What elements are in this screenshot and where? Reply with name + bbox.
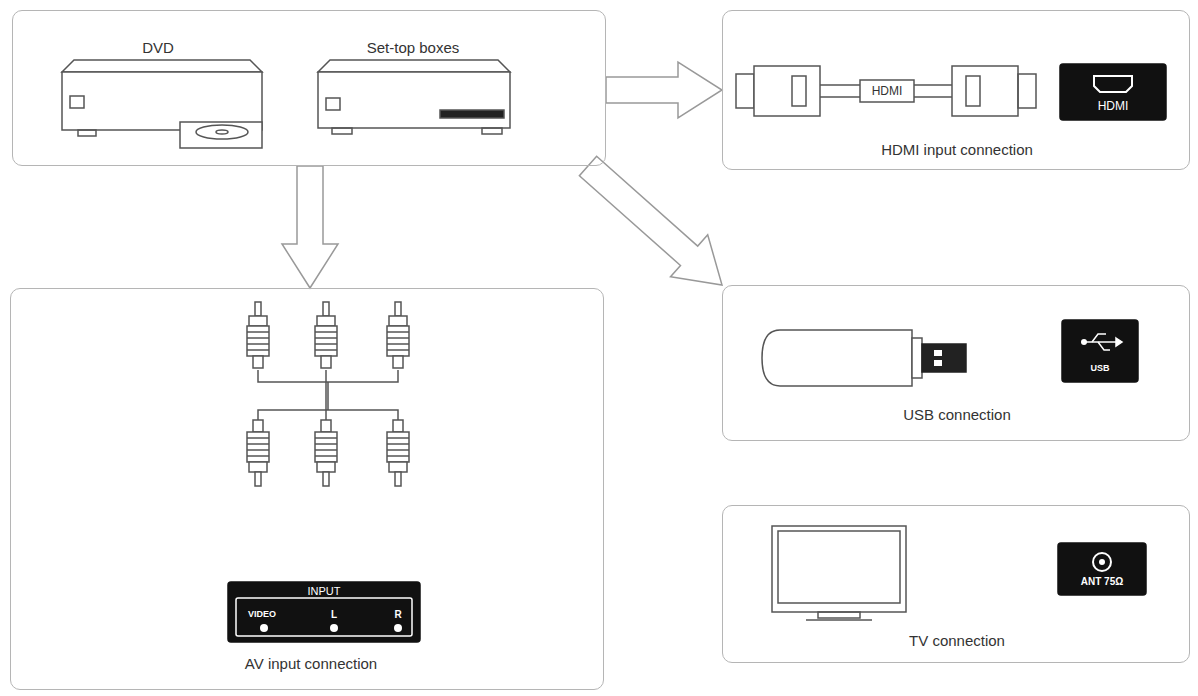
plug-part [253,420,263,432]
plug-ridge [387,337,409,339]
plug-ridge [315,437,337,439]
plug-part [255,302,261,316]
plug-part [247,326,269,356]
plug-ridge [247,343,269,345]
plug-ridge [387,331,409,333]
dvd-player [62,60,262,148]
block-arrow [579,156,722,285]
plug-part [315,326,337,356]
plug-ridge [315,343,337,345]
plug-part [387,432,409,462]
plug-ridge [387,455,409,457]
plug-part [255,472,261,486]
set-top-box [318,60,510,134]
plug-ridge [247,449,269,451]
tv-set [772,526,906,620]
plug-ridge [315,443,337,445]
panel-label: Set-top boxes [367,39,460,56]
plug-ridge [315,455,337,457]
plug-part [395,302,401,316]
panel-box: USB connection [722,285,1190,441]
panel-box: DVD Set-top boxes [12,10,606,166]
jack-label: R [394,610,401,620]
av-input-panel [228,582,420,642]
panel-label: HDMI input connection [881,141,1033,158]
plug-part [317,316,335,326]
plug-ridge [247,349,269,351]
plug-ridge [387,443,409,445]
usb-port-icon [1062,320,1138,382]
plug-part [247,432,269,462]
plug-part [249,462,267,472]
cable-label: HDMI [872,85,903,97]
plug-part [393,356,403,368]
plug-part [393,420,403,432]
plug-part [253,356,263,368]
plug-ridge [315,337,337,339]
plug-ridge [387,437,409,439]
hdmi-cable [736,66,1036,116]
usb-stick [762,330,966,386]
plug-part [321,420,331,432]
plug-part [387,326,409,356]
plug-part [389,316,407,326]
panel-label: AV input connection [245,655,377,672]
panel-box: HDMI input connection [722,10,1190,170]
plug-part [323,302,329,316]
block-arrow [606,62,722,118]
port-label: ANT 75Ω [1081,577,1123,587]
plug-part [321,356,331,368]
plug-ridge [387,349,409,351]
plug-part [315,432,337,462]
panel-label: TV connection [909,632,1005,649]
plug-ridge [247,337,269,339]
plug-part [389,462,407,472]
plug-ridge [247,455,269,457]
panel-label: INPUT [308,586,341,597]
plug-ridge [315,331,337,333]
rca-plugs [247,302,409,486]
plug-ridge [315,449,337,451]
plug-ridge [315,349,337,351]
plug-part [323,472,329,486]
antenna-port-icon [1058,543,1146,595]
plug-ridge [247,443,269,445]
panel-label: DVD [142,39,174,56]
plug-part [249,316,267,326]
plug-ridge [247,331,269,333]
plug-ridge [387,343,409,345]
port-label: USB [1090,364,1109,373]
rca-cable [258,370,398,420]
port-label: HDMI [1098,100,1129,112]
panel-box: AV input connection [10,288,604,690]
block-arrow [282,166,338,288]
hdmi-port-icon [1060,64,1166,120]
plug-ridge [387,449,409,451]
jack-label: VIDEO [248,610,276,619]
plug-part [317,462,335,472]
panel-label: USB connection [903,406,1011,423]
plug-part [395,472,401,486]
plug-ridge [247,437,269,439]
jack-label: L [331,610,337,620]
